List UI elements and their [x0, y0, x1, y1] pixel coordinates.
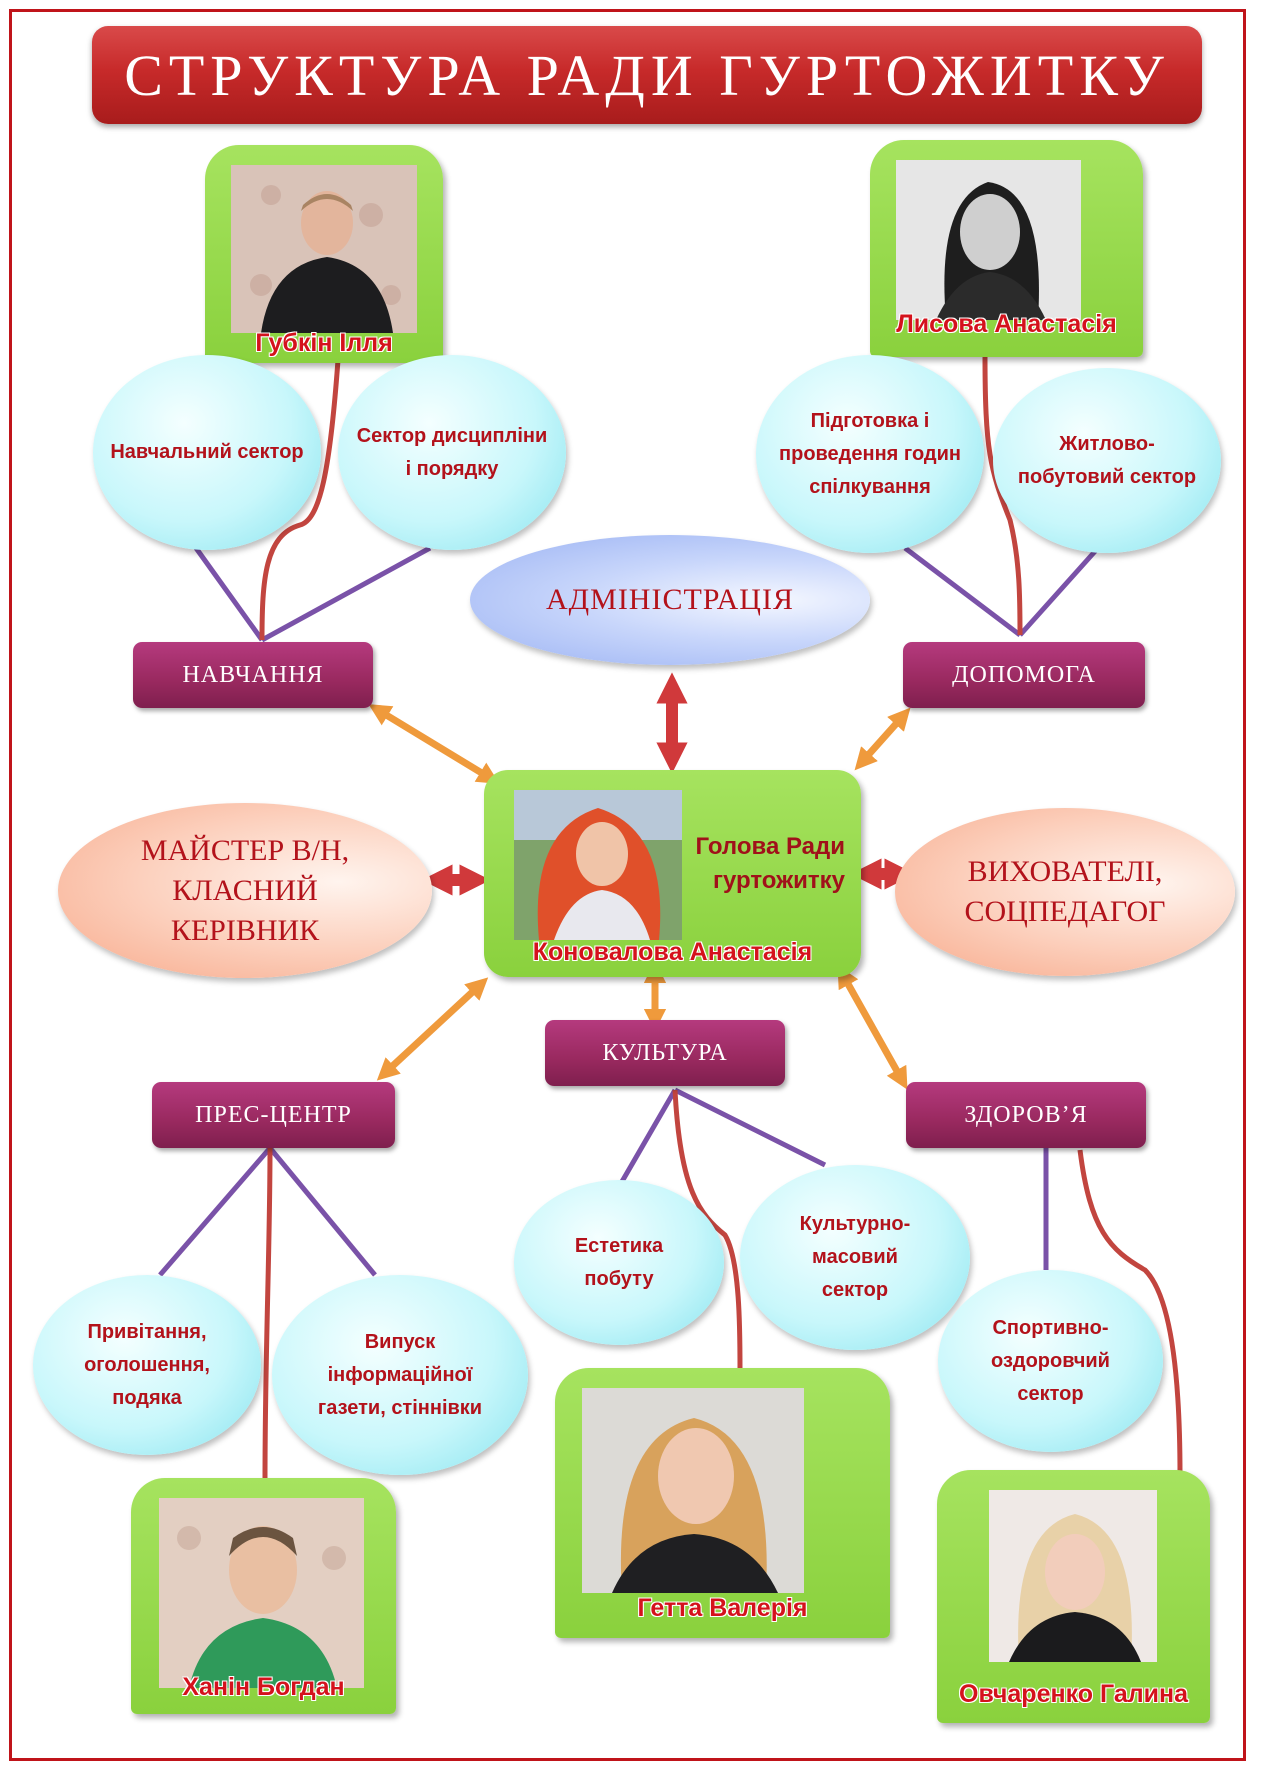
leader-photo — [989, 1490, 1157, 1662]
leader-name: Овчаренко Галина — [959, 1680, 1188, 1708]
subsector-navchalnyi: Навчальний сектор — [93, 355, 321, 550]
leader-name: Губкін Ілля — [255, 329, 393, 357]
subsector-kulturno-masovyi: Культурно-масовий сектор — [740, 1165, 970, 1350]
sector-pres-center: ПРЕС-ЦЕНТР — [152, 1082, 395, 1148]
leader-photo — [231, 165, 417, 333]
purple-links — [158, 545, 1100, 1277]
leader-card-pres-center: Ханін Богдан — [131, 1478, 396, 1714]
leader-card-kultura: Гетта Валерія — [555, 1368, 890, 1638]
subsector-estetyka-pobutu: Естетика побуту — [514, 1180, 724, 1345]
subsector-hodyny-spilkuvannya: Підготовка і проведення годин спілкуванн… — [756, 355, 984, 553]
subsector-sportyvno-ozdorovchyi: Спортивно-оздоровчий сектор — [938, 1270, 1163, 1452]
subsector-vypusk-gazety: Випуск інформаційної газети, стіннівки — [272, 1275, 528, 1475]
leader-photo — [582, 1388, 804, 1593]
administration-oval: АДМІНІСТРАЦІЯ — [470, 535, 870, 665]
sector-kultura: КУЛЬТУРА — [545, 1020, 785, 1086]
leader-photo — [896, 160, 1081, 320]
partner-right-oval: ВИХОВАТЕЛІ, СОЦПЕДАГОГ — [895, 808, 1235, 976]
leader-card-navchannya: Губкін Ілля — [205, 145, 443, 363]
page-title: СТРУКТУРА РАДИ ГУРТОЖИТКУ — [92, 26, 1202, 124]
leader-name: Гетта Валерія — [637, 1594, 808, 1622]
sector-dopomoga: ДОПОМОГА — [903, 642, 1145, 708]
red-arrows — [421, 672, 916, 896]
leader-card-zdorovya: Овчаренко Галина — [937, 1470, 1210, 1723]
leader-card-dopomoga: Лисова Анастасія — [870, 140, 1143, 357]
orange-arrows — [368, 704, 911, 1090]
leader-name: Лисова Анастасія — [896, 310, 1117, 338]
page-frame — [9, 9, 1246, 1761]
subsector-pryvitannya: Привітання, оголошення, подяка — [33, 1275, 261, 1455]
leader-name: Ханін Богдан — [182, 1673, 345, 1701]
subsector-zhytlovo-pobutovyi: Житлово-побутовий сектор — [993, 368, 1221, 553]
sector-zdorovya: ЗДОРОВ’Я — [906, 1082, 1146, 1148]
red-links — [259, 354, 1183, 1481]
head-role: Голова Ради гуртожитку — [695, 833, 845, 894]
partner-left-oval: МАЙСТЕР В/Н, КЛАСНИЙ КЕРІВНИК — [58, 803, 432, 978]
head-card: Голова Ради гуртожитку Коноваловa Анаста… — [484, 770, 861, 977]
leader-photo — [159, 1498, 364, 1688]
head-photo — [514, 790, 682, 940]
subsector-dyscypliny: Сектор дисципліни і порядку — [338, 355, 566, 550]
head-name: Коноваловa Анастасія — [532, 938, 813, 966]
sector-navchannya: НАВЧАННЯ — [133, 642, 373, 708]
